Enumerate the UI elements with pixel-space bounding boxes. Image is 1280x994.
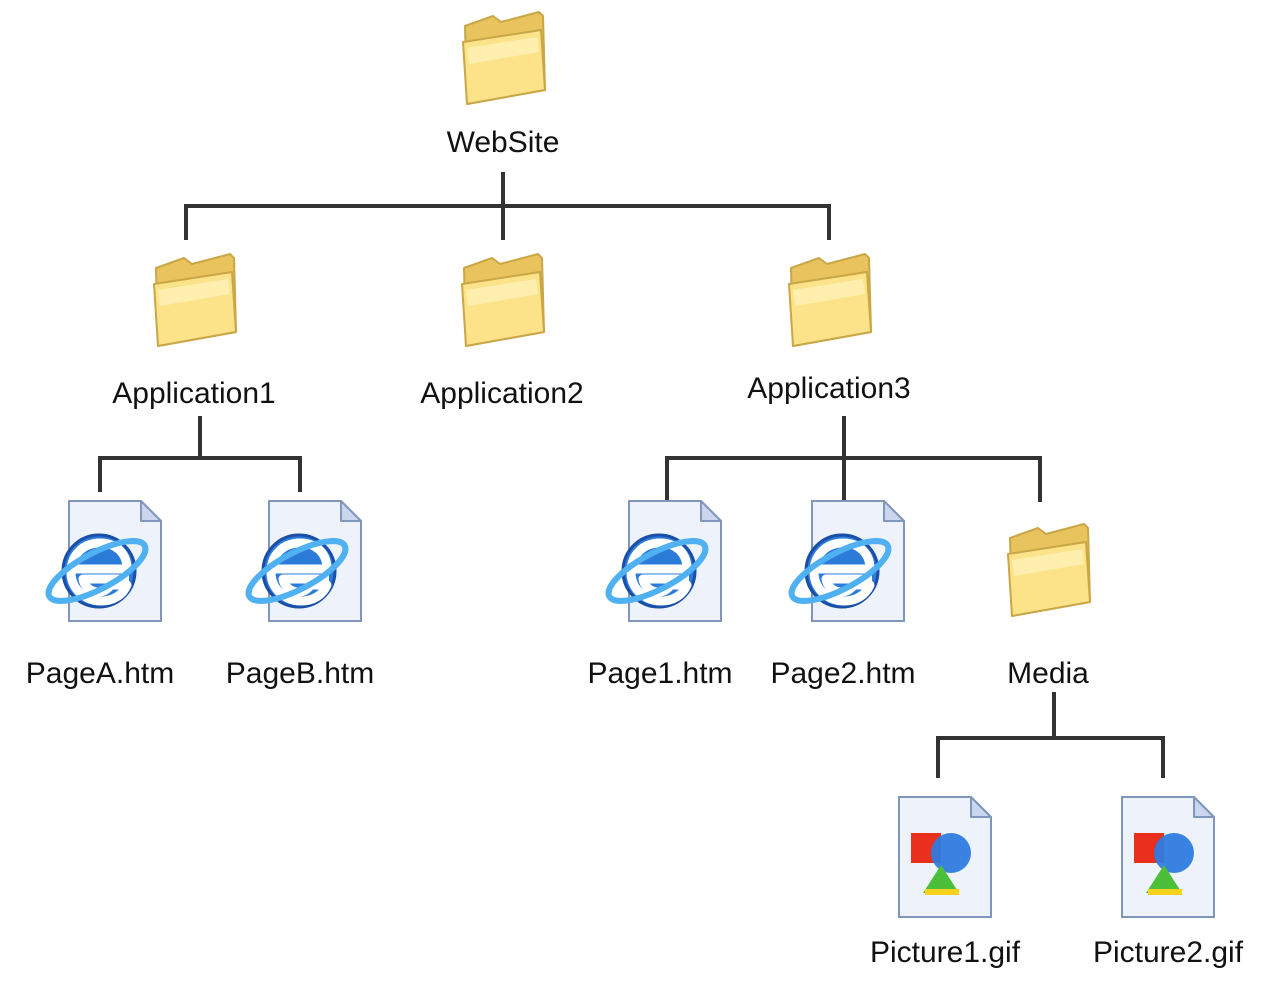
ie-document-icon (601, 501, 721, 621)
connector-lines (98, 172, 1165, 778)
node-label: WebSite (447, 126, 560, 159)
folder-icon (462, 11, 546, 105)
node-label: Application3 (747, 372, 910, 405)
folder-icon (788, 253, 872, 347)
node-picture1[interactable]: Picture1.gif (870, 796, 1021, 969)
folder-icon (461, 253, 545, 347)
folder-icon (153, 253, 237, 347)
node-pageb[interactable]: PageB.htm (226, 501, 374, 690)
node-media[interactable]: Media (1007, 523, 1091, 690)
ie-document-icon (41, 501, 161, 621)
node-picture2[interactable]: Picture2.gif (1093, 796, 1244, 969)
ie-document-icon (241, 501, 361, 621)
node-pagea[interactable]: PageA.htm (26, 501, 174, 690)
node-label: Media (1007, 657, 1089, 690)
node-label: Picture2.gif (1093, 936, 1244, 969)
node-application3[interactable]: Application3 (747, 253, 911, 405)
node-label: Picture1.gif (870, 936, 1021, 969)
node-application1[interactable]: Application1 (112, 253, 276, 410)
folder-icon (1007, 523, 1091, 617)
node-label: Page2.htm (770, 657, 915, 690)
gif-image-icon (1121, 796, 1215, 918)
node-page1[interactable]: Page1.htm (587, 501, 733, 690)
node-label: Application1 (112, 377, 275, 410)
ie-document-icon (784, 501, 904, 621)
node-label: Application2 (420, 377, 583, 410)
node-label: Page1.htm (587, 657, 732, 690)
node-application2[interactable]: Application2 (420, 253, 584, 410)
node-page2[interactable]: Page2.htm (770, 501, 916, 690)
node-label: PageA.htm (26, 657, 174, 690)
gif-image-icon (898, 796, 992, 918)
node-label: PageB.htm (226, 657, 374, 690)
node-website[interactable]: WebSite (447, 11, 560, 159)
